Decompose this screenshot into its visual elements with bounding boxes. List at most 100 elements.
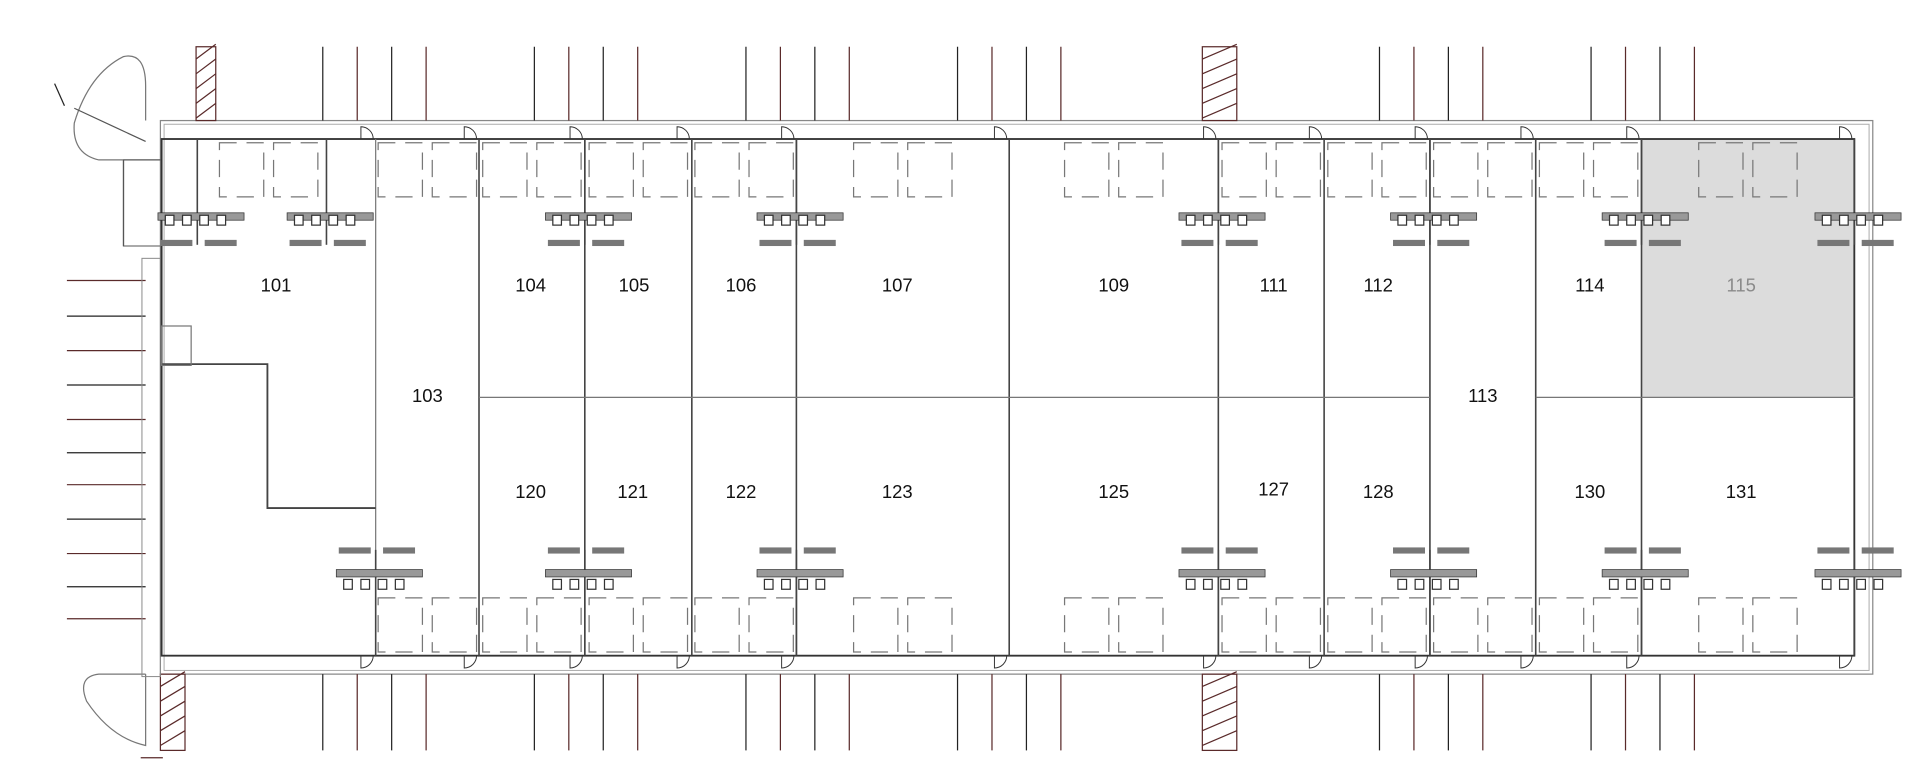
- hatch-line: [160, 730, 186, 747]
- overhead-door-swing: [482, 142, 528, 198]
- toilet-icon: [1237, 214, 1248, 226]
- toilet-icon: [763, 578, 774, 590]
- restroom-bar: [1817, 547, 1850, 554]
- overhead-door-swing: [1538, 597, 1585, 653]
- entry-canopy-top: [73, 55, 161, 247]
- hatch-line: [1202, 730, 1238, 747]
- hatch-line: [195, 88, 217, 104]
- restroom-bar: [803, 239, 836, 247]
- door-swing: [360, 655, 374, 669]
- door-swing: [993, 655, 1008, 669]
- toilet-icon: [1821, 578, 1832, 590]
- unit-label-123: 123: [882, 481, 913, 502]
- unit-label-107: 107: [882, 275, 913, 296]
- toilet-icon: [293, 214, 304, 226]
- toilet-icon: [1448, 214, 1459, 226]
- overhead-door-swing: [852, 597, 899, 653]
- door-swing: [676, 126, 690, 140]
- overhead-door-swing: [377, 142, 424, 198]
- overhead-door-swing: [431, 597, 478, 653]
- toilet-icon: [1431, 214, 1442, 226]
- restroom-counter: [756, 569, 844, 578]
- unit-label-121: 121: [617, 481, 648, 502]
- overhead-door-swing: [1487, 142, 1533, 198]
- site-layer: [54, 43, 1874, 759]
- accessible-aisle-hatch: [159, 673, 186, 752]
- toilet-icon: [1431, 578, 1442, 590]
- toilet-icon: [1185, 214, 1196, 226]
- unit-label-125: 125: [1098, 481, 1129, 502]
- restroom-bar: [1437, 239, 1470, 247]
- restroom-bar: [1393, 547, 1425, 554]
- toilet-icon: [1856, 214, 1867, 226]
- toilet-icon: [1237, 578, 1248, 590]
- overhead-door-swing: [1063, 142, 1110, 198]
- toilet-icon: [586, 578, 597, 590]
- restroom-bar: [383, 547, 416, 554]
- entry-canopy-bottom: [83, 673, 147, 747]
- door-swing: [676, 655, 690, 669]
- accessible-aisle-hatch: [195, 46, 217, 122]
- accessible-aisle-hatch: [1201, 46, 1238, 122]
- unit-label-104: 104: [515, 275, 546, 296]
- door-swing: [781, 655, 795, 669]
- hatch-line: [160, 671, 186, 687]
- door-swing: [1520, 655, 1534, 669]
- toilet-icon: [1856, 578, 1867, 590]
- closet: [161, 325, 192, 366]
- restroom-counter: [1390, 569, 1478, 578]
- toilet-icon: [1220, 578, 1231, 590]
- overhead-door-swing: [1698, 142, 1744, 198]
- toilet-icon: [345, 214, 356, 226]
- overhead-door-swing: [907, 142, 953, 198]
- restroom-bar: [289, 239, 322, 247]
- overhead-door-swing: [748, 597, 794, 653]
- overhead-door-swing: [1221, 597, 1267, 653]
- overhead-door-swing: [642, 142, 689, 198]
- restroom-counter: [335, 569, 423, 578]
- toilet-icon: [763, 214, 774, 226]
- hatch-line: [195, 58, 217, 75]
- toilet-icon: [552, 214, 563, 226]
- overhead-door-swing: [1752, 597, 1798, 653]
- restroom-bar: [759, 239, 792, 247]
- restroom-bar: [1437, 547, 1470, 554]
- overhead-door-swing: [272, 142, 319, 198]
- overhead-door-swing: [1432, 142, 1479, 198]
- overhead-door-swing: [1592, 142, 1639, 198]
- restroom-bar: [547, 239, 580, 247]
- overhead-door-swing: [642, 597, 689, 653]
- toilet-icon: [798, 578, 809, 590]
- toilet-icon: [1608, 214, 1619, 226]
- hatch-line: [160, 700, 186, 717]
- toilet-icon: [1220, 214, 1231, 226]
- unit-label-101: 101: [261, 275, 292, 296]
- hatch-line: [195, 102, 217, 119]
- restroom-bar: [333, 239, 366, 247]
- door-swing: [569, 126, 583, 140]
- overhead-door-swing: [694, 142, 740, 198]
- overhead-door-swing: [588, 597, 635, 653]
- toilet-icon: [569, 578, 580, 590]
- toilet-icon: [815, 578, 826, 590]
- overhead-door-swing: [218, 142, 265, 198]
- unit-label-109: 109: [1098, 275, 1129, 296]
- restroom-bar: [803, 547, 836, 554]
- unit-label-106: 106: [726, 275, 757, 296]
- sidewalk-left: [141, 257, 161, 678]
- door-swing: [360, 126, 374, 140]
- toilet-icon: [1414, 214, 1425, 226]
- toilet-icon: [603, 214, 614, 226]
- toilet-icon: [377, 578, 388, 590]
- door-swing: [1626, 655, 1640, 669]
- door-swing: [463, 655, 478, 669]
- toilet-icon: [1821, 214, 1832, 226]
- overhead-door-swing: [1118, 597, 1164, 653]
- unit-label-131: 131: [1726, 481, 1757, 502]
- overhead-door-swing: [748, 142, 794, 198]
- toilet-icon: [603, 578, 614, 590]
- hatch-line: [1202, 715, 1238, 732]
- restroom-bar: [1861, 547, 1894, 554]
- overhead-door-swing: [1752, 142, 1798, 198]
